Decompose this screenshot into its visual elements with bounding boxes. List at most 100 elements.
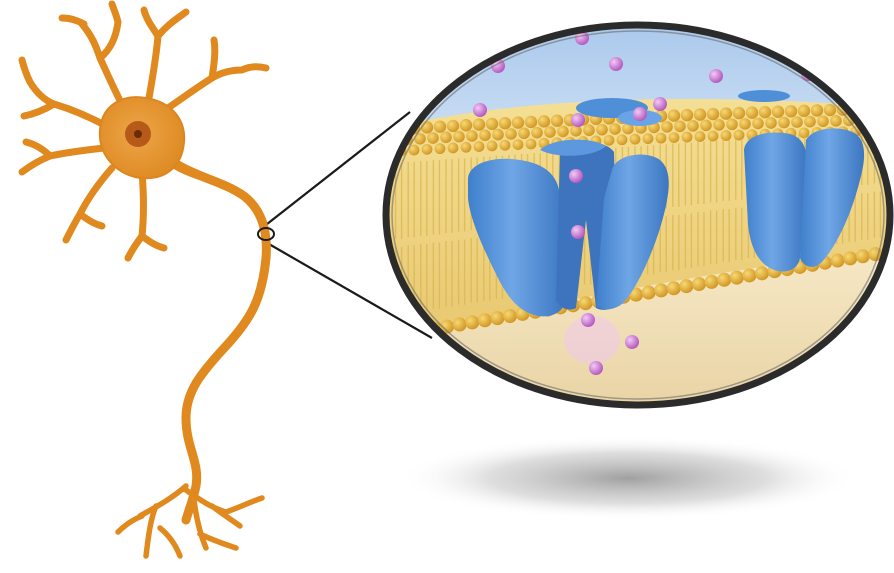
lipid-head: [579, 296, 593, 310]
lipid-head: [499, 117, 511, 129]
lipid-head: [453, 131, 465, 143]
lipid-head: [518, 128, 530, 140]
neuron: [22, 4, 274, 556]
lipid-head: [422, 144, 433, 155]
lipid-head: [487, 141, 498, 152]
lipid-head: [557, 126, 569, 138]
lipid-head: [544, 126, 556, 138]
lipid-head: [856, 249, 870, 263]
lipid-head: [721, 130, 732, 141]
lipid-head: [705, 275, 719, 289]
lipid-head: [755, 266, 769, 280]
lipid-head: [388, 134, 400, 146]
lipid-head: [681, 109, 693, 121]
lipid-head: [492, 129, 504, 141]
lipid-head: [765, 117, 777, 129]
lipid-head: [525, 116, 537, 128]
lipid-head: [667, 281, 681, 295]
lipid-head: [538, 115, 550, 127]
lipid-head: [863, 103, 875, 115]
lipid-head: [668, 109, 680, 121]
lipid-head: [882, 114, 894, 126]
lipid-head: [377, 330, 391, 344]
lipid-head: [512, 116, 524, 128]
axon: [178, 165, 266, 520]
lipid-head: [490, 311, 504, 325]
lipid-head: [466, 130, 478, 142]
ion-particle: [581, 313, 595, 327]
lipid-head: [604, 135, 615, 146]
lipid-head: [890, 125, 894, 136]
lipid-head: [453, 318, 467, 332]
lipid-head: [831, 254, 845, 268]
lipid-head: [596, 124, 608, 136]
lipid-head: [503, 309, 517, 323]
lipid-head: [811, 104, 823, 116]
lipid-head: [726, 119, 738, 131]
lipid-head: [669, 132, 680, 143]
lens-shadow: [398, 436, 858, 520]
lipid-head: [687, 120, 699, 132]
lipid-head: [817, 115, 829, 127]
lipid-head: [785, 105, 797, 117]
lipid-head: [791, 116, 803, 128]
lipid-head: [798, 105, 810, 117]
distant-channel-3: [738, 90, 790, 102]
lipid-head: [720, 107, 732, 119]
ion-particle: [569, 169, 583, 183]
lipid-head: [869, 114, 881, 126]
lipid-head: [474, 141, 485, 152]
lipid-head: [427, 132, 439, 144]
lipid-head: [434, 120, 446, 132]
ion-particle: [571, 113, 585, 127]
ion-particle: [633, 107, 647, 121]
lipid-head: [730, 271, 744, 285]
lipid-head: [876, 102, 888, 114]
lipid-head: [531, 127, 543, 139]
lipid-head: [526, 139, 537, 150]
nucleolus: [134, 130, 142, 138]
lipid-head: [799, 127, 810, 138]
ion-particle: [653, 97, 667, 111]
ion-particle: [709, 69, 723, 83]
lipid-head: [478, 313, 492, 327]
lipid-head: [700, 120, 712, 132]
lipid-head: [830, 115, 842, 127]
lipid-head: [656, 133, 667, 144]
lipid-head: [460, 119, 472, 131]
lipid-head: [682, 132, 693, 143]
lipid-head: [505, 128, 517, 140]
lipid-head: [804, 116, 816, 128]
lipid-head: [570, 125, 582, 137]
lipid-head: [390, 328, 404, 342]
lipid-head: [486, 118, 498, 130]
lipid-head: [824, 104, 836, 116]
lipid-head: [778, 117, 790, 129]
lipid-head: [447, 120, 459, 132]
lipid-head: [759, 106, 771, 118]
lipid-head: [513, 139, 524, 150]
lipid-head: [479, 129, 491, 141]
lipid-head: [772, 106, 784, 118]
lipid-head: [461, 142, 472, 153]
lipid-head: [473, 118, 485, 130]
lipid-head: [609, 123, 621, 135]
lipid-head: [889, 102, 894, 114]
lipid-head: [661, 121, 673, 133]
lipid-head: [739, 118, 751, 130]
lipid-head: [642, 286, 656, 300]
lipid-head: [877, 125, 888, 136]
lipid-head: [448, 143, 459, 154]
lipid-head: [713, 119, 725, 131]
ion-particle: [571, 225, 585, 239]
ion-particle: [473, 103, 487, 117]
ion-particle: [589, 361, 603, 375]
lipid-head: [440, 132, 452, 144]
lipid-head: [707, 108, 719, 120]
lipid-head: [717, 273, 731, 287]
lipid-head: [708, 131, 719, 142]
lipid-head: [465, 315, 479, 329]
lipid-head: [694, 108, 706, 120]
lipid-head: [583, 124, 595, 136]
